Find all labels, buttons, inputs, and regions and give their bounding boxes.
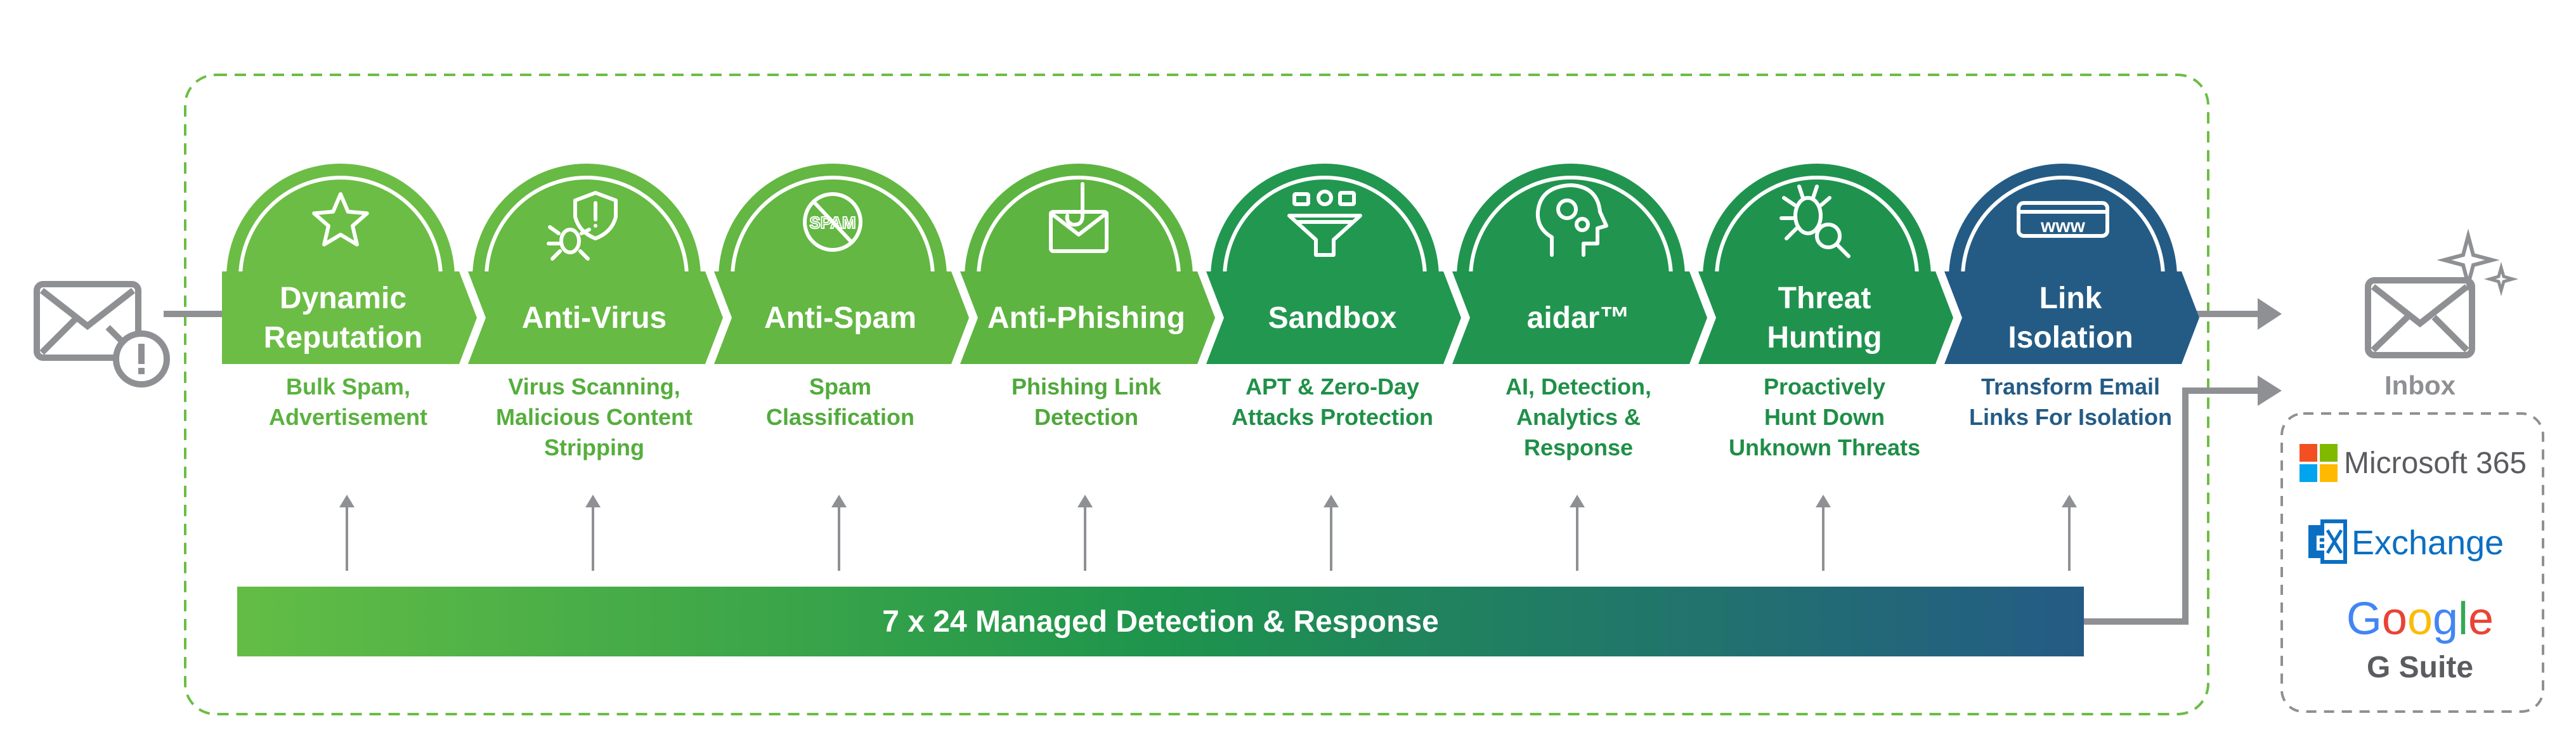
brain-gears-icon (1535, 183, 1608, 257)
mdr-feed-arrowhead (1816, 495, 1831, 507)
stage-title: Hunting (1767, 321, 1882, 355)
bug-magnifier-icon (1779, 185, 1851, 258)
stage-description: Stripping (544, 434, 644, 460)
stage-ribbon (1206, 271, 1461, 364)
stage-description: AI, Detection, (1506, 374, 1651, 400)
vendor-google-label: Google (2346, 594, 2494, 644)
stage-dome (1457, 164, 1685, 278)
stage-ribbon (1698, 271, 1953, 364)
mdr-connector-arrowhead (2258, 375, 2282, 406)
svg-text:www: www (2040, 216, 2086, 237)
stage-aidar: aidar™ AI, Detection, Analytics & Response (1452, 164, 1707, 571)
stage-dome-ring (238, 176, 443, 278)
stage-ribbon (1452, 271, 1707, 364)
stage-description: Advertisement (269, 404, 427, 430)
stage-description: Proactively (1764, 374, 1885, 400)
stage-description: Response (1524, 434, 1633, 460)
vendor-microsoft-label: Microsoft 365 (2344, 446, 2527, 480)
stage-description: Transform Email (1981, 374, 2160, 400)
stage-description: Hunt Down (1764, 404, 1885, 430)
inbox-label: Inbox (2384, 370, 2456, 400)
www-browser-icon: www (2017, 201, 2109, 238)
mdr-feed-arrowhead (1077, 495, 1093, 507)
stage-dome-ring (977, 176, 1181, 278)
phishing-envelope-icon (1049, 182, 1109, 253)
stage-description: Malicious Content (496, 404, 693, 430)
spam-stamp-icon: SPAM (803, 192, 862, 252)
svg-text:E: E (2315, 531, 2330, 556)
stage-dome-ring (1223, 176, 1427, 278)
star-icon (312, 192, 369, 247)
stage-dome (472, 164, 701, 278)
stage-title: Dynamic (280, 282, 407, 315)
microsoft-logo-icon (2300, 444, 2338, 482)
pipeline-frame (184, 74, 2209, 715)
mdr-feed-arrowhead (1324, 495, 1339, 507)
stage-title: aidar™ (1527, 301, 1630, 335)
stage-title: Anti-Spam (764, 301, 916, 335)
google-logo-icon: Google (2346, 594, 2494, 644)
stage-title: Anti-Phishing (987, 301, 1185, 335)
mdr-feed-arrowhead (831, 495, 847, 507)
stage-dome-ring (485, 176, 689, 278)
stage-ribbon (468, 271, 723, 364)
stage-ribbon (960, 271, 1215, 364)
stage-title: Anti-Virus (522, 301, 667, 335)
mdr-bar-label: 7 x 24 Managed Detection & Response (882, 605, 1439, 639)
stage-ribbon (1944, 271, 2199, 364)
stage-description: Attacks Protection (1232, 404, 1433, 430)
stage-description: Phishing Link (1012, 374, 1162, 400)
bug-shield-icon (547, 191, 618, 261)
mdr-to-vendors-connector (2084, 388, 2264, 625)
stage-title: Reputation (264, 321, 423, 355)
vendor-exchange-label: Exchange (2352, 524, 2504, 562)
exit-flow-arrowhead (2258, 298, 2282, 330)
stage-description: Classification (766, 404, 914, 430)
mdr-feed-arrowhead (1570, 495, 1585, 507)
mdr-feed-arrowhead (2062, 495, 2077, 507)
stage-ribbon (714, 271, 969, 364)
exchange-logo-icon: E (2308, 519, 2347, 564)
stage-dome (1703, 164, 1931, 278)
stage-description: Virus Scanning, (508, 374, 680, 400)
stage-dome (965, 164, 1193, 278)
stage-dome (1949, 164, 2177, 278)
stage-title: Sandbox (1268, 301, 1397, 335)
stage-description: Spam (809, 374, 871, 400)
mdr-feed-arrowhead (585, 495, 601, 507)
stage-description: Links For Isolation (1969, 404, 2172, 430)
stage-ribbon (222, 271, 477, 364)
vendor-frame (2280, 412, 2544, 713)
stage-dome-ring (731, 176, 935, 278)
envelope-sparkle-icon (2365, 228, 2519, 358)
stage-dome-ring (1469, 176, 1673, 278)
stage-description: Analytics & (1516, 404, 1641, 430)
stage-dome (226, 164, 455, 278)
stage-description: Bulk Spam, (286, 374, 410, 400)
mdr-feed-arrowhead (339, 495, 355, 507)
envelope-alert-icon (34, 281, 170, 388)
stage-description: Detection (1034, 404, 1138, 430)
stage-dome-ring (1715, 176, 1919, 278)
svg-text:SPAM: SPAM (809, 213, 855, 232)
stage-title: Threat (1778, 282, 1871, 315)
vendor-gsuite-label: G Suite (2367, 651, 2473, 684)
stage-description: Unknown Threats (1729, 434, 1920, 460)
mdr-bar (237, 587, 2084, 656)
stage-title: Link (2039, 282, 2102, 315)
stage-description: APT & Zero-Day (1246, 374, 1419, 400)
stage-dome-ring (1961, 176, 2165, 278)
funnel-filter-icon (1287, 190, 1362, 257)
stage-title: Isolation (2008, 321, 2133, 355)
